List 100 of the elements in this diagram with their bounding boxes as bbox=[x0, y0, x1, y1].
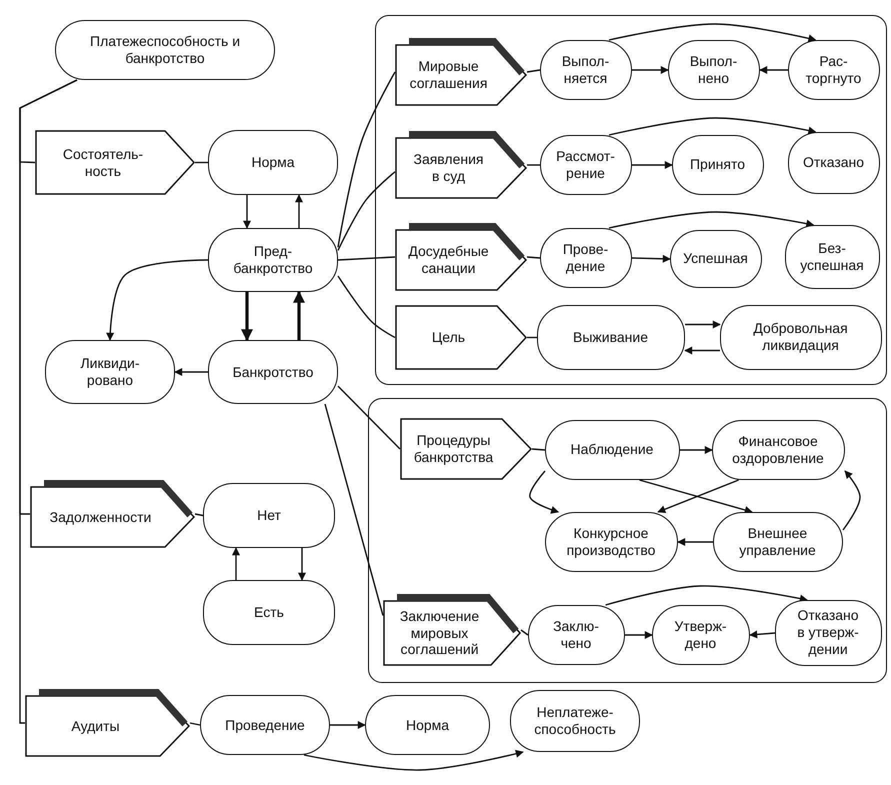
rounded-box bbox=[208, 228, 338, 292]
arrow bbox=[632, 66, 669, 74]
node-label: Выживание bbox=[573, 328, 648, 346]
node-label: Рас-торгнуто bbox=[804, 52, 862, 86]
node-label: Аудиты bbox=[71, 718, 120, 735]
node-label: Процедуры банкротства bbox=[412, 432, 494, 466]
node-label: Отказано bbox=[802, 154, 864, 171]
arrow bbox=[657, 479, 739, 514]
node-label: Отказано в утверж-дении bbox=[796, 607, 860, 658]
shaded-pentagon-box bbox=[382, 594, 520, 666]
shaded-pentagon-box bbox=[394, 222, 526, 290]
node-label: Внешнее управление bbox=[738, 524, 817, 558]
node-label: Утверж-дено bbox=[673, 618, 728, 652]
node-label: Наблюдение bbox=[570, 441, 654, 458]
arrow bbox=[632, 254, 671, 263]
rounded-box bbox=[720, 304, 882, 370]
node-label: Пред-банкротство bbox=[232, 243, 314, 277]
rounded-box bbox=[203, 483, 335, 548]
connector-line bbox=[19, 79, 78, 724]
pentagon-box bbox=[394, 304, 526, 370]
node-label: Неплатеже-способность bbox=[533, 704, 617, 738]
node-label: Задолженности bbox=[50, 509, 152, 526]
rounded-box bbox=[208, 340, 338, 404]
node-label: Выпол-няется bbox=[560, 52, 610, 86]
arrow bbox=[293, 290, 305, 340]
shaded-pentagon-box bbox=[30, 480, 195, 548]
node-label: Норма bbox=[406, 716, 450, 734]
node-label: Заявления в суд bbox=[412, 151, 485, 185]
node-label: Заклю-чено bbox=[552, 618, 600, 652]
node-label: Рассмот-рение bbox=[555, 148, 616, 182]
node-label: Принято bbox=[690, 156, 746, 173]
arrow bbox=[608, 117, 816, 136]
arrow bbox=[625, 631, 653, 639]
rounded-box bbox=[203, 580, 335, 645]
rounded-box bbox=[774, 600, 882, 666]
rounded-box bbox=[652, 604, 750, 664]
node-label: Платежеспособность и банкротство bbox=[90, 33, 240, 67]
arrow bbox=[106, 259, 208, 341]
arrow bbox=[241, 292, 253, 342]
rounded-box bbox=[540, 134, 632, 194]
arrow bbox=[639, 479, 753, 514]
connector-line bbox=[194, 513, 204, 516]
rounded-box bbox=[672, 134, 764, 194]
arrow bbox=[684, 346, 720, 354]
rounded-box bbox=[788, 40, 880, 100]
node-label: Без-успешная bbox=[799, 240, 865, 274]
arrow bbox=[632, 161, 673, 169]
rounded-box bbox=[712, 512, 842, 572]
connector-line bbox=[190, 722, 200, 726]
rounded-box bbox=[788, 132, 880, 194]
arrow bbox=[298, 548, 306, 581]
node-label: Цель bbox=[432, 329, 466, 346]
connector-line bbox=[520, 629, 528, 636]
shaded-pentagon-box bbox=[394, 38, 526, 106]
connector-line bbox=[324, 404, 384, 616]
arrow bbox=[330, 721, 366, 729]
node-label: Успешная bbox=[683, 250, 748, 267]
connector-line bbox=[338, 386, 400, 450]
node-label: Нет bbox=[257, 507, 281, 524]
arrow bbox=[608, 211, 814, 229]
arrow bbox=[759, 66, 788, 74]
node-label: Банкротство bbox=[232, 364, 314, 380]
arrow bbox=[605, 585, 808, 606]
node-label: Ликвиди-ровано bbox=[79, 355, 141, 389]
node-label: Есть bbox=[254, 604, 284, 621]
arrow bbox=[529, 470, 560, 514]
arrow bbox=[174, 368, 208, 376]
shaded-pentagon-box bbox=[25, 689, 190, 757]
group-panel bbox=[375, 15, 887, 385]
connector-line bbox=[526, 256, 540, 259]
group-panel bbox=[368, 398, 887, 683]
pentagon-box bbox=[35, 130, 195, 195]
rounded-box bbox=[536, 304, 684, 370]
connector-line bbox=[337, 171, 396, 251]
node-label: Проведение bbox=[225, 716, 305, 734]
rounded-box bbox=[670, 230, 762, 288]
rounded-box bbox=[540, 40, 632, 100]
rounded-box bbox=[45, 340, 175, 404]
node-label: Досудебные санации bbox=[407, 243, 490, 277]
node-label: Норма bbox=[251, 154, 295, 171]
rounded-box bbox=[510, 690, 640, 752]
arrow bbox=[232, 547, 240, 580]
arrow bbox=[749, 630, 776, 638]
connector-line bbox=[337, 72, 396, 248]
rounded-box bbox=[544, 512, 678, 572]
node-label: Прове-дение bbox=[562, 240, 610, 274]
node-label: Добровольная ликвидация bbox=[752, 320, 849, 354]
node-label: Выпол-нено bbox=[688, 52, 738, 86]
connector-line bbox=[532, 448, 546, 451]
rounded-box bbox=[544, 420, 680, 480]
connector-line bbox=[337, 276, 396, 338]
rounded-box bbox=[784, 224, 880, 288]
rounded-box bbox=[528, 604, 624, 664]
arrow bbox=[608, 23, 816, 42]
connector-line bbox=[527, 164, 540, 166]
node-label: Заключение мировых соглашений bbox=[398, 608, 480, 658]
node-label: Мировые соглашения bbox=[408, 58, 488, 92]
arrow bbox=[842, 470, 861, 530]
connector-line bbox=[527, 336, 537, 338]
arrow bbox=[677, 538, 713, 546]
